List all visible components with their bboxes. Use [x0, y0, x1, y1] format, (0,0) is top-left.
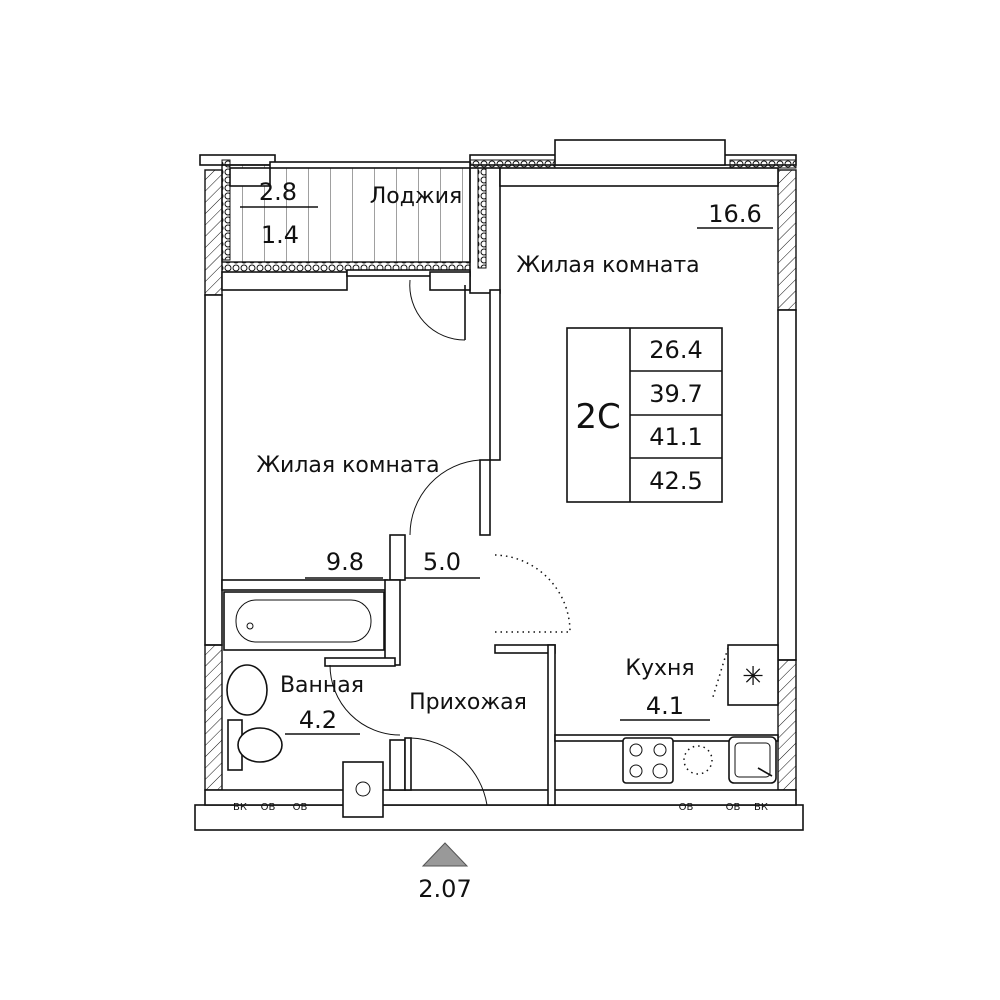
living-room-large-label: Жилая комната [516, 253, 699, 278]
vent-shaft [727, 644, 779, 706]
loggia-label: Лоджия [370, 184, 463, 209]
riser-ob-left-2: ОВ [293, 802, 308, 813]
living-room-small-label: Жилая комната [256, 453, 439, 478]
summary-area-2: 39.7 [649, 380, 702, 408]
living-room-small-area: 9.8 [326, 548, 364, 576]
area-summary-box: 2С 26.4 39.7 41.1 42.5 [566, 327, 723, 503]
riser-ob-left-1: ОВ [261, 802, 276, 813]
window [554, 139, 726, 166]
bathroom-label: Ванная [280, 673, 364, 698]
bathroom-area: 4.2 [299, 706, 337, 734]
hallway-label: Прихожая [409, 690, 527, 715]
risers: ВК ОВ ОВ ОВ ОВ ВК [233, 802, 768, 813]
riser-bk-right: ВК [754, 802, 768, 813]
stove-icon [622, 737, 674, 784]
bathroom-fixtures [223, 591, 385, 818]
riser-ob-right-2: ОВ [726, 802, 741, 813]
kitchen-area: 4.1 [646, 692, 684, 720]
apartment-type: 2С [575, 397, 620, 437]
entrance-arrow-icon [421, 842, 469, 867]
summary-area-4: 42.5 [649, 467, 702, 495]
riser-ob-right-1: ОВ [679, 802, 694, 813]
partitions [221, 289, 571, 806]
loggia-area-reduced: 1.4 [261, 221, 299, 249]
sink [226, 664, 268, 716]
summary-area-1: 26.4 [649, 336, 702, 364]
summary-area-3: 41.1 [649, 423, 702, 451]
loggia-area-full: 2.8 [259, 178, 297, 206]
entrance-mark: 2.07 [418, 875, 471, 903]
kitchen-fixtures: ✳ [554, 644, 779, 784]
bathtub [223, 591, 385, 651]
washing-machine [342, 761, 384, 818]
loggia: 2.8 1.4 Лоджия [221, 159, 471, 341]
asterisk-icon: ✳ [742, 662, 764, 692]
kitchen-label: Кухня [625, 656, 694, 681]
riser-bk-left: ВК [233, 802, 247, 813]
living-room-large-area: 16.6 [708, 200, 761, 228]
hallway-area: 5.0 [423, 548, 461, 576]
